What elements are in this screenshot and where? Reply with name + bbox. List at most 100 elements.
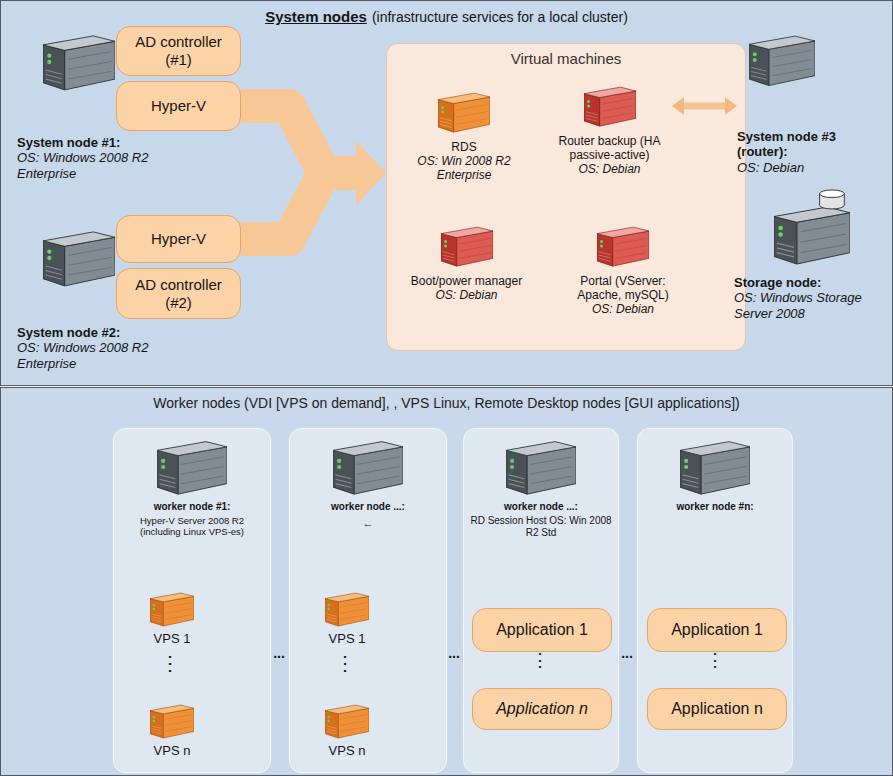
service-box: Hyper-V xyxy=(116,81,241,131)
node-subtitle: OS: Windows 2008 R2 Enterprise xyxy=(17,340,167,371)
ellipsis-mark: ⋮ xyxy=(531,651,549,669)
vm-panel: Virtual machinesRDSOS: Win 2008 R2 Enter… xyxy=(386,43,746,351)
node-title: Portal (VServer: Apache, mySQL) xyxy=(557,274,689,302)
node-title: VPS n xyxy=(132,743,212,758)
node-title: System node #2: xyxy=(17,325,167,340)
node-title: Virtual machines xyxy=(387,50,745,68)
storage-node: Storage node:OS: Windows Storage Server … xyxy=(734,187,889,321)
worker-column: worker node ...: ← VPS 1 VPS n xyxy=(289,428,447,773)
service-box: AD controller (#2) xyxy=(116,268,241,319)
node-title: AD controller (#2) xyxy=(123,276,234,311)
node-subtitle: OS: Win 2008 R2 Enterprise xyxy=(394,154,534,182)
node-title: System node #3 (router): xyxy=(737,129,887,160)
application-box: Application n xyxy=(472,688,612,730)
failover-link xyxy=(684,103,725,110)
ellipsis-mark: ⋮ xyxy=(335,653,355,673)
vm-server: Boot/power managerOS: Debian xyxy=(394,224,539,302)
ellipsis-holder: ... xyxy=(273,646,285,660)
node-subtitle: OS: Debian xyxy=(737,160,887,175)
node-title: AD controller (#1) xyxy=(123,33,234,68)
server-icon xyxy=(43,226,115,290)
node-subtitle: RD Session Host OS: Win 2008 R2 Std xyxy=(470,515,612,539)
node-title: Application 1 xyxy=(671,621,763,640)
server-icon xyxy=(325,590,369,628)
ellipsis-holder: ⋮ xyxy=(531,651,549,669)
node-subtitle: OS: Debian xyxy=(547,162,672,176)
vm-server: Router backup (HA passive-active)OS: Deb… xyxy=(547,84,672,176)
server-icon xyxy=(43,29,115,95)
server-icon xyxy=(774,187,850,267)
server-icon xyxy=(584,84,636,128)
ellipsis-holder: ⋮ xyxy=(335,653,355,673)
node-title: Application n xyxy=(671,700,763,719)
server-icon xyxy=(506,437,576,497)
node-title: worker node #n: xyxy=(644,501,786,513)
server-icon xyxy=(680,437,750,497)
flow-arrow xyxy=(241,106,356,173)
node-subtitle: Hyper-V Server 2008 R2 (including Linux … xyxy=(120,515,264,537)
ellipsis-holder: ⋮ xyxy=(706,651,724,669)
node-title: Router backup (HA passive-active) xyxy=(547,134,672,162)
ellipsis-holder: ⋮ xyxy=(160,653,180,673)
node-title: VPS 1 xyxy=(307,631,387,646)
service-box: Hyper-V xyxy=(116,215,241,263)
node-title: worker node ...: xyxy=(470,501,612,513)
worker-column: worker node ...: RD Session Host OS: Win … xyxy=(463,428,619,773)
server-icon xyxy=(749,29,815,91)
node-title: Storage node: xyxy=(734,275,889,290)
node-subtitle: OS: Debian xyxy=(394,288,539,302)
node-subtitle: (infrastructure services for a local clu… xyxy=(372,9,628,26)
vm-server: RDSOS: Win 2008 R2 Enterprise xyxy=(394,90,534,182)
vps-icon: VPS 1 xyxy=(132,590,212,646)
node-subtitle: ← xyxy=(296,517,440,530)
application-box: Application 1 xyxy=(647,608,787,652)
application-box: Application 1 xyxy=(472,608,612,652)
server-icon xyxy=(597,224,649,268)
node-subtitle: OS: Windows 2008 R2 Enterprise xyxy=(17,150,167,181)
node-subtitle: OS: Debian xyxy=(557,302,689,316)
vm-server: Portal (VServer: Apache, mySQL)OS: Debia… xyxy=(557,224,689,316)
ellipsis-mark: ⋮ xyxy=(160,653,180,673)
worker-column: worker node #n: Application 1 Application … xyxy=(637,428,793,773)
server-icon xyxy=(325,702,369,740)
node-subtitle: OS: Windows Storage Server 2008 xyxy=(734,290,889,321)
ellipsis-mark: ... xyxy=(273,646,285,660)
node-title: worker node #1: xyxy=(120,501,264,513)
server-icon xyxy=(150,590,194,628)
node-title: Hyper-V xyxy=(151,97,206,115)
system-panel: System nodes (infrastructure services for… xyxy=(0,0,893,386)
node-title: Application 1 xyxy=(496,621,588,640)
vps-icon: VPS 1 xyxy=(307,590,387,646)
server-icon xyxy=(438,90,490,134)
node-title: VPS n xyxy=(307,743,387,758)
panel-heading: System nodes (infrastructure services for… xyxy=(1,8,892,26)
node-title: Application n xyxy=(496,700,588,719)
node-title: Boot/power manager xyxy=(394,274,539,288)
server-icon xyxy=(441,224,493,268)
node-title: System nodes xyxy=(265,8,367,26)
vps-icon: VPS n xyxy=(307,702,387,758)
ellipsis-mark: ... xyxy=(621,646,633,660)
node-title: VPS 1 xyxy=(132,631,212,646)
vps-icon: VPS n xyxy=(132,702,212,758)
node-title: worker node ...: xyxy=(296,501,440,513)
worker-panel: Worker nodes (VDI [VPS on demand], , VPS… xyxy=(0,387,893,776)
node-title: Hyper-V xyxy=(151,230,206,248)
ellipsis-mark: ... xyxy=(448,646,460,660)
ellipsis-holder: ... xyxy=(448,646,460,660)
worker-column: worker node #1: Hyper-V Server 2008 R2 (i… xyxy=(113,428,271,773)
panel-heading: Worker nodes (VDI [VPS on demand], , VPS… xyxy=(1,395,892,412)
flow-arrow xyxy=(241,173,356,239)
server-icon xyxy=(150,702,194,740)
server-icon xyxy=(157,437,227,497)
server-icon xyxy=(333,437,403,497)
service-box: AD controller (#1) xyxy=(116,26,241,76)
node-title: System node #1: xyxy=(17,135,167,150)
router-node: System node #3 (router):OS: Debian xyxy=(737,29,887,175)
ellipsis-mark: ⋮ xyxy=(706,651,724,669)
ellipsis-holder: ... xyxy=(621,646,633,660)
node-title: Worker nodes (VDI [VPS on demand], , VPS… xyxy=(153,395,739,412)
application-box: Application n xyxy=(647,688,787,730)
